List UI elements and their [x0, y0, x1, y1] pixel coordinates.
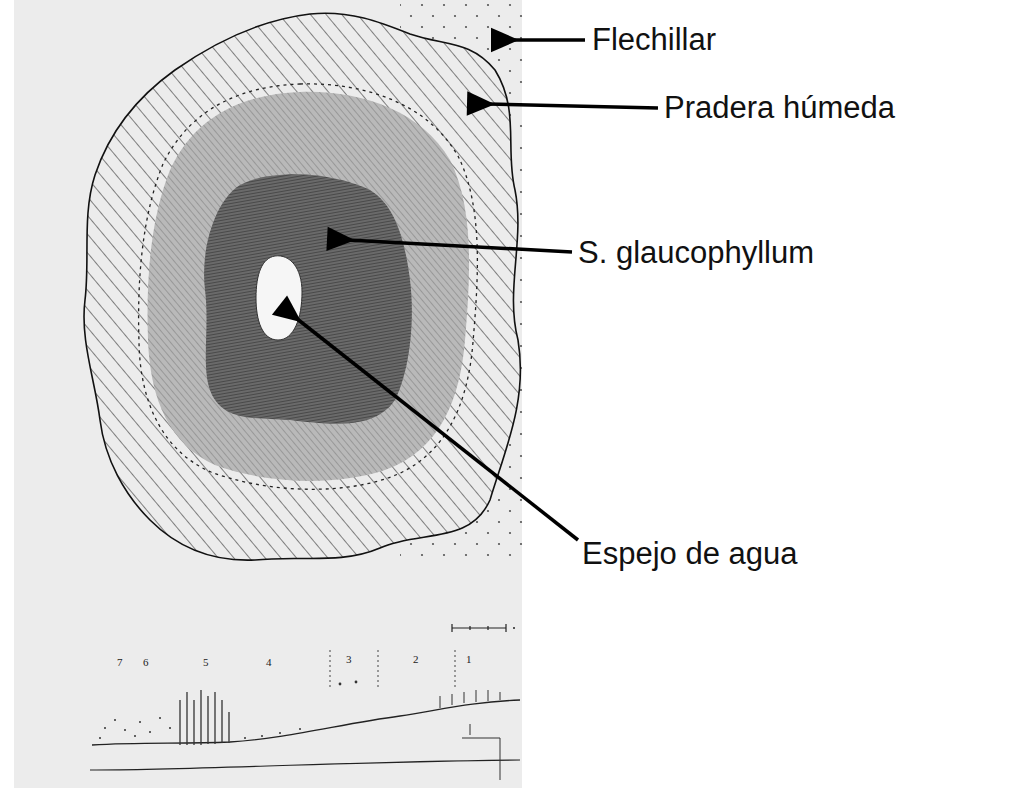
zone-label: Pradera húmeda: [664, 92, 895, 123]
zone-number: 5: [203, 657, 209, 668]
zone-number: 1: [466, 654, 472, 665]
zone-number: 4: [266, 657, 272, 668]
zone-number: 6: [143, 657, 149, 668]
zone-number: 7: [117, 657, 123, 668]
zone-number: 2: [413, 654, 419, 665]
zone-number: 3: [346, 654, 352, 665]
zone-label: Espejo de agua: [582, 538, 797, 569]
zone-label: Flechillar: [592, 24, 716, 55]
zone-label: S. glaucophyllum: [578, 237, 814, 268]
